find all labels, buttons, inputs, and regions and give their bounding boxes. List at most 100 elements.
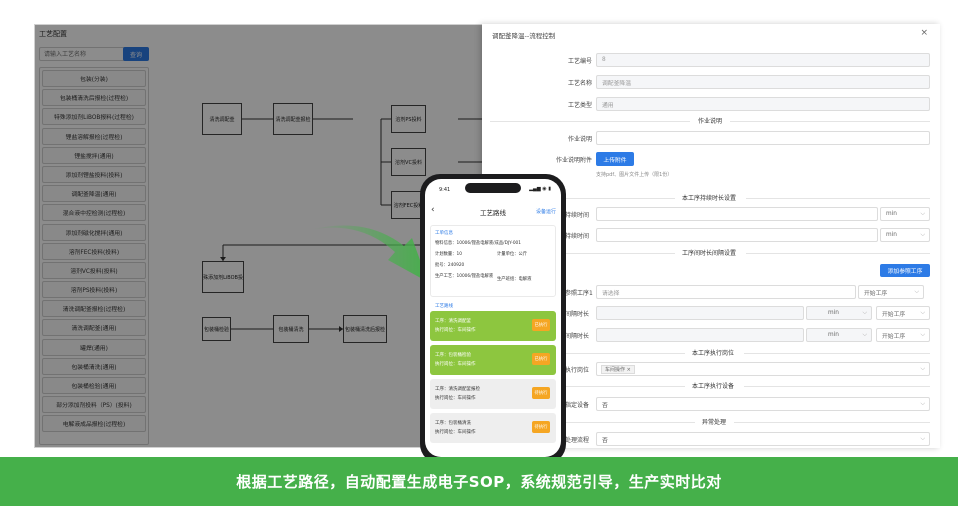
phone-mockup: 9:41 ▂▄▆ ◉ ▮ ‹ 工艺路线 设备运行 工单信息 物料信息：10006… (420, 174, 566, 464)
type-label: 工艺类型 (567, 102, 592, 109)
upload-attachment-button[interactable]: 上传附件 (596, 152, 634, 166)
route-step[interactable]: 工序：清洗调配釜报检 执行岗位：车间操作 待执行 (430, 379, 556, 409)
upload-hint: 支持pdf、图片文件上传（限1份） (596, 172, 673, 178)
chevron-down-icon: ⌵ (920, 331, 925, 338)
process-list-item[interactable]: 清洗调配釜(通用) (42, 319, 146, 337)
flow-node-libob-feed[interactable]: 特殊添加剂LiBOB投料 (202, 261, 244, 293)
process-list-item[interactable]: 特殊添加剂LiBOB报料(过程检) (42, 108, 146, 126)
phone-nav-action[interactable]: 设备运行 (535, 209, 556, 215)
chevron-down-icon: ⌵ (920, 365, 925, 372)
ref-step-select[interactable]: 请选择 (596, 285, 856, 299)
code-field: 8 (596, 53, 930, 67)
section-device: 本工序执行设备 (490, 381, 930, 391)
step-action-button[interactable]: 待执行 (532, 421, 550, 433)
duration-unit-select-1[interactable]: min⌵ (880, 207, 930, 221)
process-list-item[interactable]: 包装桶清洗(通用) (42, 357, 146, 375)
process-list-item[interactable]: 调配釜降温(通用) (42, 185, 146, 203)
route-step[interactable]: 工序：包装桶检验 执行岗位：车间操作 已执行 (430, 345, 556, 375)
interval-unit-select-1[interactable]: min⌵ (806, 306, 872, 320)
process-list-item[interactable]: 部分添加剂投料（PS）(投料) (42, 396, 146, 414)
process-list-item[interactable]: 清洗调配釜报检(过程检) (42, 300, 146, 318)
process-list-item[interactable]: 溶剂FEC投料(投料) (42, 242, 146, 260)
material-info: 物料信息：10006/锂盐电解液/成品/DJY-001 (435, 241, 522, 246)
code-label: 工艺编号 (567, 58, 592, 65)
process-list-item[interactable]: 包装桶清洗后报检(过程检) (42, 89, 146, 107)
process-list-item[interactable]: 添加剂磁化搅拌(通用) (42, 223, 146, 241)
route-step[interactable]: 工序：清洗调配釜 执行岗位：车间操作 已执行 (430, 311, 556, 341)
search-button[interactable]: 查询 (123, 47, 149, 61)
process-list-item[interactable]: 溶剂VC投料(投料) (42, 261, 146, 279)
instruction-label: 作业说明 (567, 136, 592, 143)
process-list-item[interactable]: 电解液成品报检(过程检) (42, 415, 146, 433)
flow-node-barrel-check[interactable]: 包装桶检验 (202, 317, 231, 341)
plan-qty: 计划数量：10 (435, 252, 462, 257)
section-interval: 工序间时长间隔设置 (490, 248, 930, 258)
interval-ref-select-2[interactable]: 开始工序⌵ (876, 328, 930, 342)
interval-unit-select-2[interactable]: min⌵ (806, 328, 872, 342)
flow-node-clean-kettle[interactable]: 清洗调配釜 (202, 103, 242, 135)
exception-select[interactable]: 否⌵ (596, 432, 930, 446)
flow-node-barrel-clean-inspect[interactable]: 包装桶清洗后报检 (343, 315, 387, 343)
process-list-item[interactable]: 锂盐溶解报检(过程检) (42, 127, 146, 145)
name-label: 工艺名称 (567, 80, 592, 87)
process-list-item[interactable]: 锂盐搅拌(通用) (42, 146, 146, 164)
instruction-input[interactable] (596, 131, 930, 145)
phone-page-title: 工艺路线 (480, 209, 506, 217)
flow-node-vc-feed[interactable]: 溶剂VC投料 (391, 148, 426, 176)
duration-input-2[interactable] (596, 228, 878, 242)
back-icon[interactable]: ‹ (431, 205, 435, 215)
process-list-item[interactable]: 罐焊(通用) (42, 338, 146, 356)
process-list-item[interactable]: 添加剂锂盐投料(投料) (42, 165, 146, 183)
flow-node-barrel-clean[interactable]: 包装桶清洗 (273, 315, 309, 343)
interval-ref-select-1[interactable]: 开始工序⌵ (876, 306, 930, 320)
post-select[interactable]: 车间操作 × ⌵ (596, 362, 930, 376)
interval-input-1[interactable] (596, 306, 804, 320)
duration-label-1: 持续时间 (565, 212, 590, 219)
craft-info: 生产工艺：10006/锂盐电解液 (435, 274, 494, 279)
step-action-button[interactable]: 已执行 (532, 353, 550, 365)
chevron-down-icon: ⌵ (914, 288, 919, 295)
type-field: 通用 (596, 97, 930, 111)
work-order-heading: 工单信息 (435, 231, 453, 236)
route-step[interactable]: 工序：包装桶清洗 执行岗位：车间操作 待执行 (430, 413, 556, 443)
flow-node-ps-feed[interactable]: 溶剂PS投料 (391, 105, 426, 133)
flow-node-clean-kettle-inspect[interactable]: 清洗调配釜报检 (273, 103, 313, 135)
duration-input-1[interactable] (596, 207, 878, 221)
chevron-down-icon: ⌵ (920, 435, 925, 442)
ref-step-label: 参照工序1 (565, 290, 593, 297)
name-field: 调配釜降温 (596, 75, 930, 89)
team-info: 生产班组：电解液 (497, 277, 532, 282)
section-post: 本工序执行岗位 (490, 348, 930, 358)
unit-info: 计量单位：公斤 (497, 252, 528, 257)
tag-close-icon[interactable]: × (626, 366, 631, 373)
device-label: 指定设备 (565, 402, 590, 409)
editor-title: 工艺配置 (39, 30, 67, 38)
attachment-label: 作业说明附件 (555, 157, 592, 164)
slogan-banner: 根据工艺路径，自动配置生成电子SOP，系统规范引导，生产实时比对 (0, 457, 958, 506)
process-list-item[interactable]: 包装(分装) (42, 70, 146, 87)
process-search-input[interactable] (39, 47, 149, 61)
step-action-button[interactable]: 已执行 (532, 319, 550, 331)
phone-notch (465, 183, 521, 193)
process-list-item[interactable]: 溶剂PS投料(投料) (42, 281, 146, 299)
post-label: 执行岗位 (565, 367, 590, 374)
device-select[interactable]: 否⌵ (596, 397, 930, 411)
close-icon[interactable]: × (920, 28, 928, 38)
interval-input-2[interactable] (596, 328, 804, 342)
add-reference-step-button[interactable]: 添加参照工序 (880, 264, 930, 277)
post-tag: 车间操作 × (601, 364, 635, 374)
interval-label-2: 间隔时长 (565, 333, 590, 340)
phone-screen: 9:41 ▂▄▆ ◉ ▮ ‹ 工艺路线 设备运行 工单信息 物料信息：10006… (425, 179, 561, 457)
process-list-item[interactable]: 包装桶检验(通用) (42, 377, 146, 394)
chevron-down-icon: ⌵ (920, 210, 925, 217)
chevron-down-icon: ⌵ (862, 331, 867, 338)
ref-step-start-select[interactable]: 开始工序⌵ (858, 285, 924, 299)
duration-unit-select-2[interactable]: min⌵ (880, 228, 930, 242)
status-bar-icons: ▂▄▆ ◉ ▮ (529, 186, 551, 192)
step-action-button[interactable]: 待执行 (532, 387, 550, 399)
process-list-item[interactable]: 混合液中控检测(过程检) (42, 204, 146, 222)
status-time: 9:41 (439, 187, 451, 193)
route-heading: 工艺路线 (435, 304, 453, 309)
dialog-title: 调配釜降温--流程控制 (492, 32, 556, 40)
